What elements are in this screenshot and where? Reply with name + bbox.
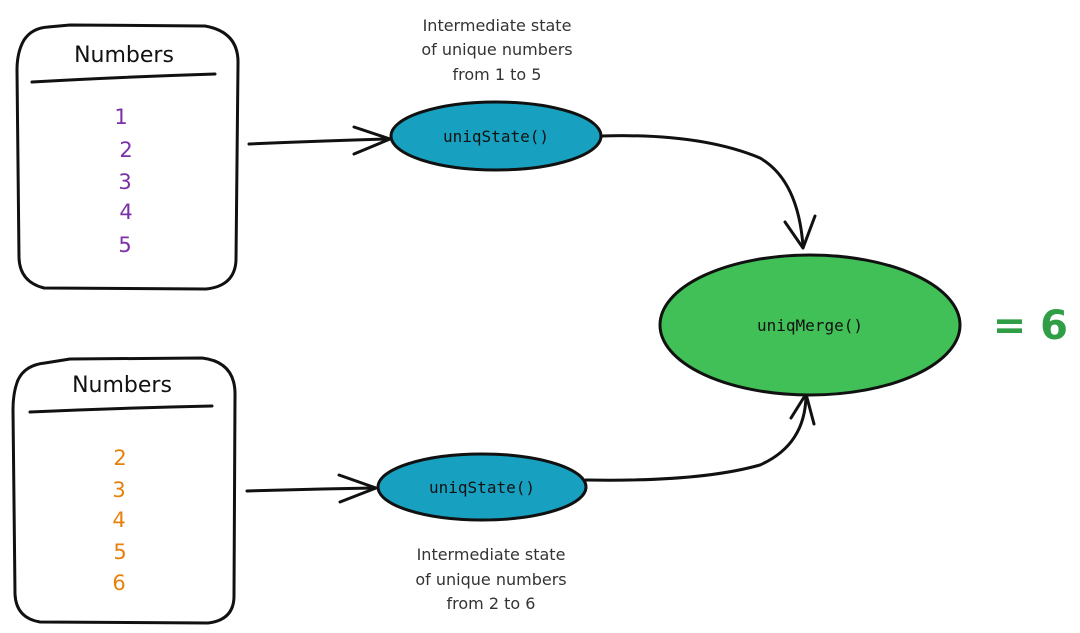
table-value: 3: [112, 478, 125, 502]
arrow-top-to-merge: [600, 134, 817, 250]
caption-line: from 2 to 6: [447, 594, 536, 613]
table-value: 2: [119, 138, 132, 162]
node-label: uniqState(): [443, 127, 549, 146]
top-state-caption: Intermediate state of unique numbers fro…: [421, 16, 572, 84]
caption-line: Intermediate state: [423, 16, 572, 35]
table-value: 4: [119, 200, 132, 224]
table-box: [11, 356, 237, 625]
node-shape: [376, 452, 588, 522]
bottom-state-caption: Intermediate state of unique numbers fro…: [415, 545, 566, 613]
arrow-top-input: [247, 125, 392, 156]
table-value: 4: [112, 508, 125, 532]
caption-line: of unique numbers: [421, 40, 572, 59]
result-text: = 6: [993, 303, 1068, 349]
arrow-bottom-to-merge: [584, 392, 816, 482]
node-label: uniqMerge(): [757, 316, 863, 335]
bottom-numbers-table: Numbers 2 3 4 5 6: [11, 356, 237, 625]
caption-line: Intermediate state: [417, 545, 566, 564]
table-header: Numbers: [74, 43, 174, 68]
header-underline: [28, 404, 214, 414]
table-header: Numbers: [72, 373, 172, 398]
top-uniq-state-node: uniqState(): [389, 100, 603, 172]
header-underline: [30, 72, 217, 84]
table-value: 5: [118, 233, 131, 257]
caption-line: from 1 to 5: [453, 65, 542, 84]
node-label: uniqState(): [429, 478, 535, 497]
top-numbers-table: Numbers 1 2 3 4 5: [15, 23, 240, 291]
table-box: [15, 23, 240, 291]
table-value: 3: [118, 170, 131, 194]
table-value: 2: [113, 446, 126, 470]
table-value: 6: [112, 571, 125, 595]
arrow-bottom-input: [245, 473, 378, 504]
uniq-merge-node: uniqMerge(): [658, 253, 962, 397]
caption-line: of unique numbers: [415, 570, 566, 589]
table-value: 5: [113, 540, 126, 564]
bottom-uniq-state-node: uniqState(): [376, 452, 588, 522]
table-value: 1: [114, 105, 127, 129]
node-shape: [658, 253, 962, 397]
